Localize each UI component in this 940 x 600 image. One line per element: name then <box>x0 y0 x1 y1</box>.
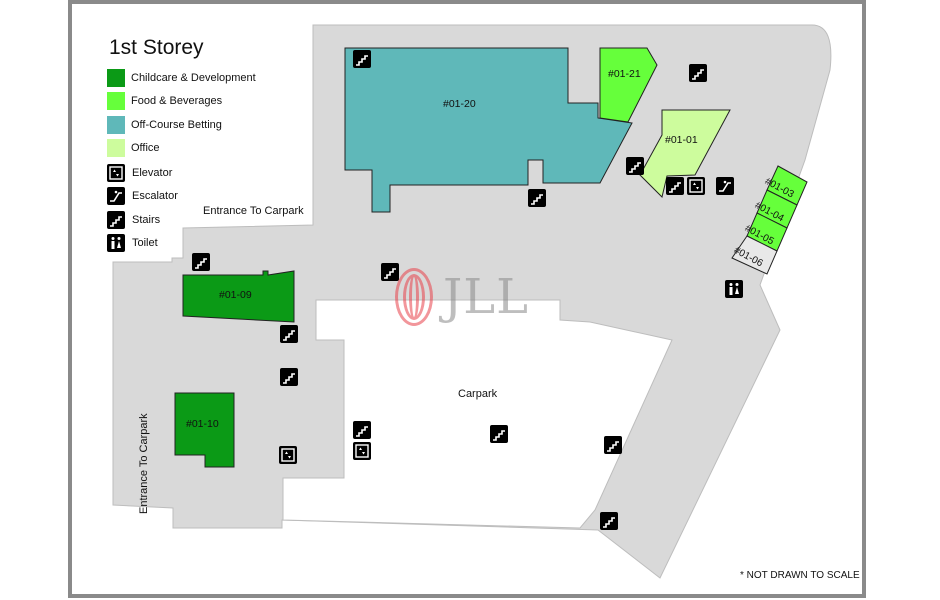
stairs-icon <box>490 425 508 443</box>
legend-item-childcare: Childcare & Development <box>107 68 256 88</box>
stairs-icon <box>626 157 644 175</box>
unit-label-0120: #01-20 <box>443 98 476 110</box>
stairs-icon <box>192 253 210 271</box>
entrance-label-top: Entrance To Carpark <box>203 205 304 217</box>
stairs-icon <box>604 436 622 454</box>
toilet-icon <box>107 234 125 252</box>
unit-label-0101: #01-01 <box>665 134 698 146</box>
map-title: 1st Storey <box>109 36 204 59</box>
legend-swatch <box>107 116 125 134</box>
legend-label: Elevator <box>132 167 173 179</box>
legend-label: Office <box>131 142 160 154</box>
legend-item-office: Office <box>107 138 160 158</box>
carpark-area <box>282 299 673 529</box>
stairs-icon <box>280 325 298 343</box>
elevator-icon <box>279 446 297 464</box>
toilet-icon <box>725 280 743 298</box>
unit-0101-shape <box>639 109 731 198</box>
legend-item-toilet: Toilet <box>107 233 158 253</box>
legend-item-escalator: Escalator <box>107 186 178 206</box>
legend-label: Off-Course Betting <box>131 119 222 131</box>
legend-label: Childcare & Development <box>131 72 256 84</box>
unit-label-0109: #01-09 <box>219 289 252 301</box>
entrance-label-left: Entrance To Carpark <box>138 413 150 514</box>
stairs-icon <box>353 421 371 439</box>
stairs-icon <box>528 189 546 207</box>
unit-0120-shape <box>344 47 633 213</box>
unit-label-0121: #01-21 <box>608 68 641 80</box>
stairs-icon <box>666 177 684 195</box>
legend-item-food: Food & Beverages <box>107 91 222 111</box>
legend-swatch <box>107 92 125 110</box>
legend-swatch <box>107 139 125 157</box>
legend-swatch <box>107 69 125 87</box>
scale-note: * NOT DRAWN TO SCALE <box>740 570 860 581</box>
legend-item-elevator: Elevator <box>107 163 172 183</box>
legend-label: Stairs <box>132 214 161 226</box>
unit-0106-shape <box>731 235 778 275</box>
stairs-icon <box>689 64 707 82</box>
elevator-icon <box>687 177 705 195</box>
legend-label: Toilet <box>132 237 158 249</box>
unit-0109-shape <box>182 270 295 323</box>
elevator-icon <box>353 442 371 460</box>
escalator-icon <box>107 187 125 205</box>
unit-0110-shape <box>174 392 235 468</box>
jll-watermark-logo: JLL <box>395 268 529 326</box>
jll-logo-icon <box>395 268 433 326</box>
escalator-icon <box>716 177 734 195</box>
stairs-icon <box>353 50 371 68</box>
carpark-label: Carpark <box>458 388 498 400</box>
stairs-icon <box>280 368 298 386</box>
legend-label: Food & Beverages <box>131 95 223 107</box>
legend-label: Escalator <box>132 190 178 202</box>
legend-item-stairs: Stairs <box>107 210 160 230</box>
unit-label-0110: #01-10 <box>186 418 219 430</box>
stairs-icon <box>107 211 125 229</box>
stairs-icon <box>600 512 618 530</box>
elevator-icon <box>107 164 125 182</box>
legend-item-betting: Off-Course Betting <box>107 115 222 135</box>
stairs-icon <box>381 263 399 281</box>
watermark-text: JLL <box>443 269 529 325</box>
unit-0121-shape <box>599 47 658 123</box>
